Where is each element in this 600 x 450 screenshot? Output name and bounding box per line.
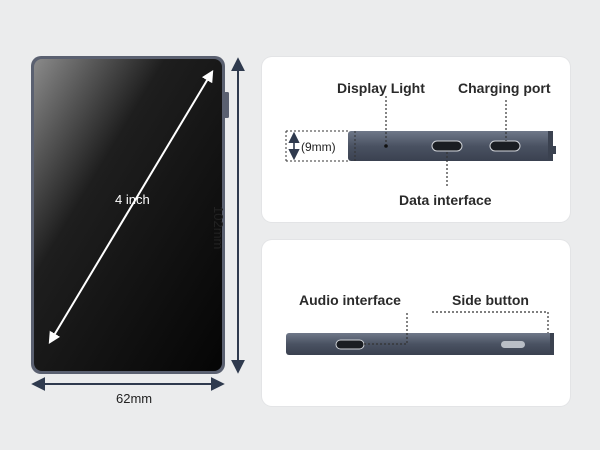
width-label: 62mm [116, 391, 153, 406]
side-button-shape [501, 341, 525, 348]
top-leaders [385, 96, 507, 186]
display-light-dot [384, 144, 388, 148]
height-label: 102mm [211, 206, 226, 250]
thickness-label: (9mm) [301, 140, 336, 154]
side-button-label: Side button [452, 292, 529, 308]
audio-interface-label: Audio interface [299, 292, 401, 308]
device-front [31, 56, 229, 374]
screen-diagonal-arrow [48, 69, 214, 345]
screen-size-label: 4 inch [115, 192, 150, 207]
audio-port [335, 339, 365, 350]
side-key [224, 92, 229, 118]
display-light-label: Display Light [337, 80, 425, 96]
data-port [431, 140, 463, 152]
bottom-leaders [364, 311, 549, 345]
charging-port-label: Charging port [458, 80, 551, 96]
side-view-card [262, 240, 570, 406]
top-edge-device [348, 131, 556, 161]
thickness-guides [285, 130, 356, 162]
data-interface-label: Data interface [399, 192, 492, 208]
charging-port-shape [489, 140, 521, 152]
side-edge-device [286, 333, 554, 355]
device-screen [34, 59, 222, 371]
